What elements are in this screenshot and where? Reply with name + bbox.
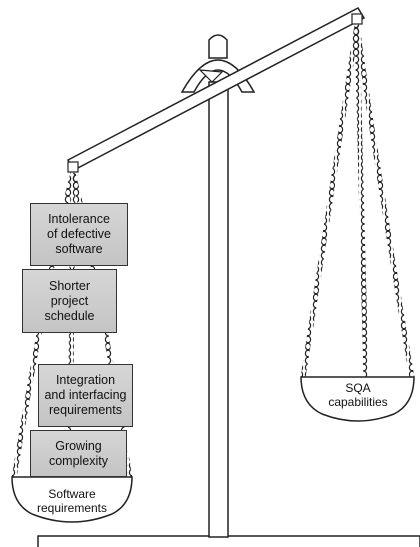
right-pan [300, 376, 415, 422]
weight-box-complexity: Growing complexity [30, 430, 127, 477]
scale-pillar [208, 81, 229, 538]
weight-box-intolerance: Intolerance of defective software [30, 203, 128, 266]
scale-knob [208, 34, 228, 59]
right-chains [300, 24, 415, 379]
right-pan-label: SQA capabilities [328, 381, 388, 409]
left-pan [11, 476, 133, 523]
left-pan-label: Software requirements [36, 487, 108, 515]
weight-box-integration: Integration and interfacing requirements [38, 364, 133, 427]
scale-base [37, 535, 420, 547]
weight-box-schedule: Shorter project schedule [22, 269, 117, 333]
